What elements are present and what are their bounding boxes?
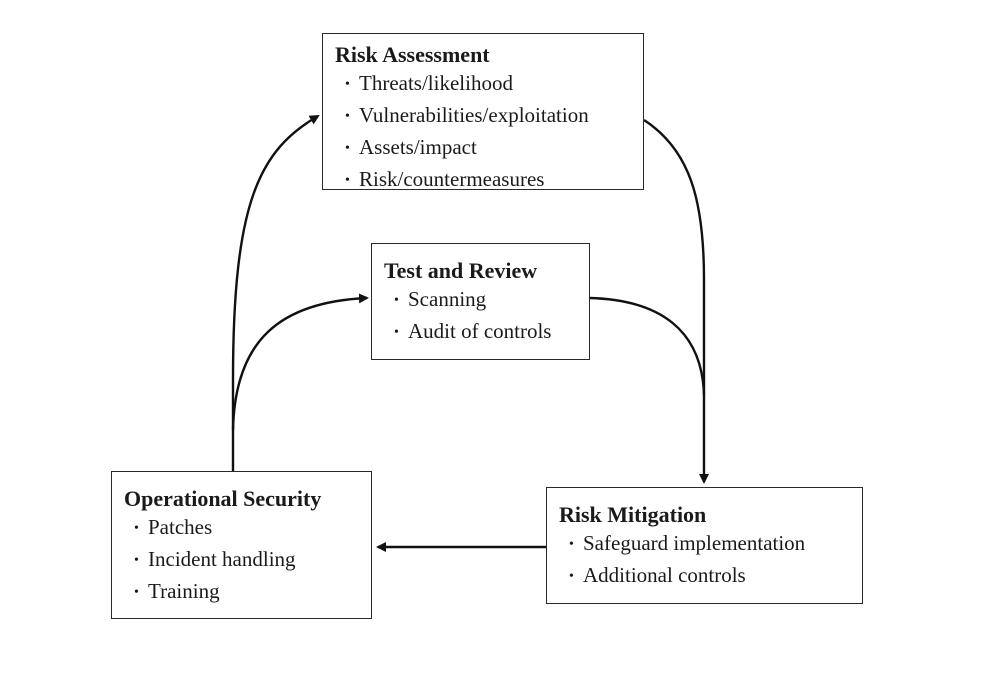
bullet-icon: •: [345, 77, 350, 92]
item-text: Training: [148, 579, 220, 603]
arrow-risk-assessment-to-risk-mitigation: [643, 118, 709, 484]
risk-assessment-box: Risk Assessment • Threats/likelihood • Vul…: [322, 33, 644, 191]
bullet-icon: •: [345, 141, 350, 156]
test-review-box: Test and Review • Scanning • Audit of cont…: [371, 243, 590, 360]
list-item: • Scanning: [384, 284, 579, 316]
bullet-icon: •: [134, 585, 139, 600]
item-text: Threats/likelihood: [359, 71, 513, 95]
list-item: • Training: [124, 576, 361, 608]
risk-assessment-title: Risk Assessment: [335, 42, 490, 67]
bullet-icon: •: [345, 109, 350, 124]
risk-mitigation-title: Risk Mitigation: [559, 502, 707, 527]
bullet-icon: •: [394, 293, 399, 308]
operational-security-box: Operational Security • Patches • Incident …: [111, 471, 372, 619]
operational-security-title: Operational Security: [124, 486, 322, 511]
item-text: Vulnerabilities/exploitation: [359, 103, 589, 127]
arrow-operational-to-test-review: [231, 293, 369, 431]
test-review-list: • Scanning • Audit of controls: [384, 284, 579, 348]
list-item: • Incident handling: [124, 544, 361, 576]
item-text: Additional controls: [583, 563, 746, 587]
bullet-icon: •: [134, 553, 139, 568]
arrow-operational-to-risk-assessment: [231, 114, 320, 471]
list-item: • Safeguard implementation: [559, 528, 852, 560]
risk-assessment-list: • Threats/likelihood • Vulnerabilities/exp…: [335, 68, 633, 196]
list-item: • Vulnerabilities/exploitation: [335, 100, 633, 132]
bullet-icon: •: [394, 325, 399, 340]
operational-security-list: • Patches • Incident handling • Training: [124, 512, 361, 608]
list-item: • Patches: [124, 512, 361, 544]
bullet-icon: •: [134, 521, 139, 536]
arrow-test-review-to-risk-mitigation: [589, 296, 706, 396]
bullet-icon: •: [569, 569, 574, 584]
list-item: • Assets/impact: [335, 132, 633, 164]
item-text: Incident handling: [148, 547, 296, 571]
bullet-icon: •: [345, 173, 350, 188]
item-text: Risk/countermeasures: [359, 167, 545, 191]
test-review-title: Test and Review: [384, 258, 538, 283]
item-text: Assets/impact: [359, 135, 477, 159]
bullet-icon: •: [569, 537, 574, 552]
item-text: Safeguard implementation: [583, 531, 806, 555]
item-text: Scanning: [408, 287, 487, 311]
risk-mitigation-box: Risk Mitigation • Safeguard implementatio…: [546, 487, 863, 604]
list-item: • Threats/likelihood: [335, 68, 633, 100]
item-text: Patches: [148, 515, 213, 539]
list-item: • Risk/countermeasures: [335, 164, 633, 196]
risk-mitigation-list: • Safeguard implementation • Additional co…: [559, 528, 852, 592]
list-item: • Audit of controls: [384, 316, 579, 348]
list-item: • Additional controls: [559, 560, 852, 592]
item-text: Audit of controls: [408, 319, 552, 343]
